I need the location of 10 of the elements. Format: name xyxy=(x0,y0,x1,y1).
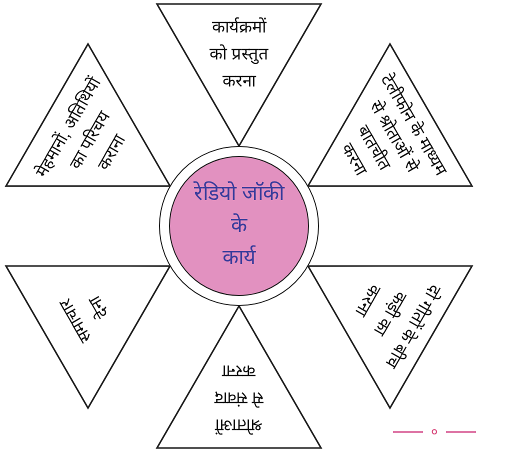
hub-title: रेडियो जॉकी के कार्य xyxy=(194,180,284,271)
ornament-label: ० xyxy=(431,423,438,441)
triangle-segment xyxy=(308,266,472,408)
triangle-segment xyxy=(157,306,321,448)
triangle-segment xyxy=(6,266,170,408)
triangle-segment xyxy=(6,44,170,186)
segment-text: कार्यक्रमों को प्रस्तुत करना xyxy=(208,16,270,92)
triangle-segment xyxy=(308,44,472,186)
triangle-segment xyxy=(157,4,321,146)
segment-text: श्रोताओं से संवाद करना xyxy=(213,360,264,437)
